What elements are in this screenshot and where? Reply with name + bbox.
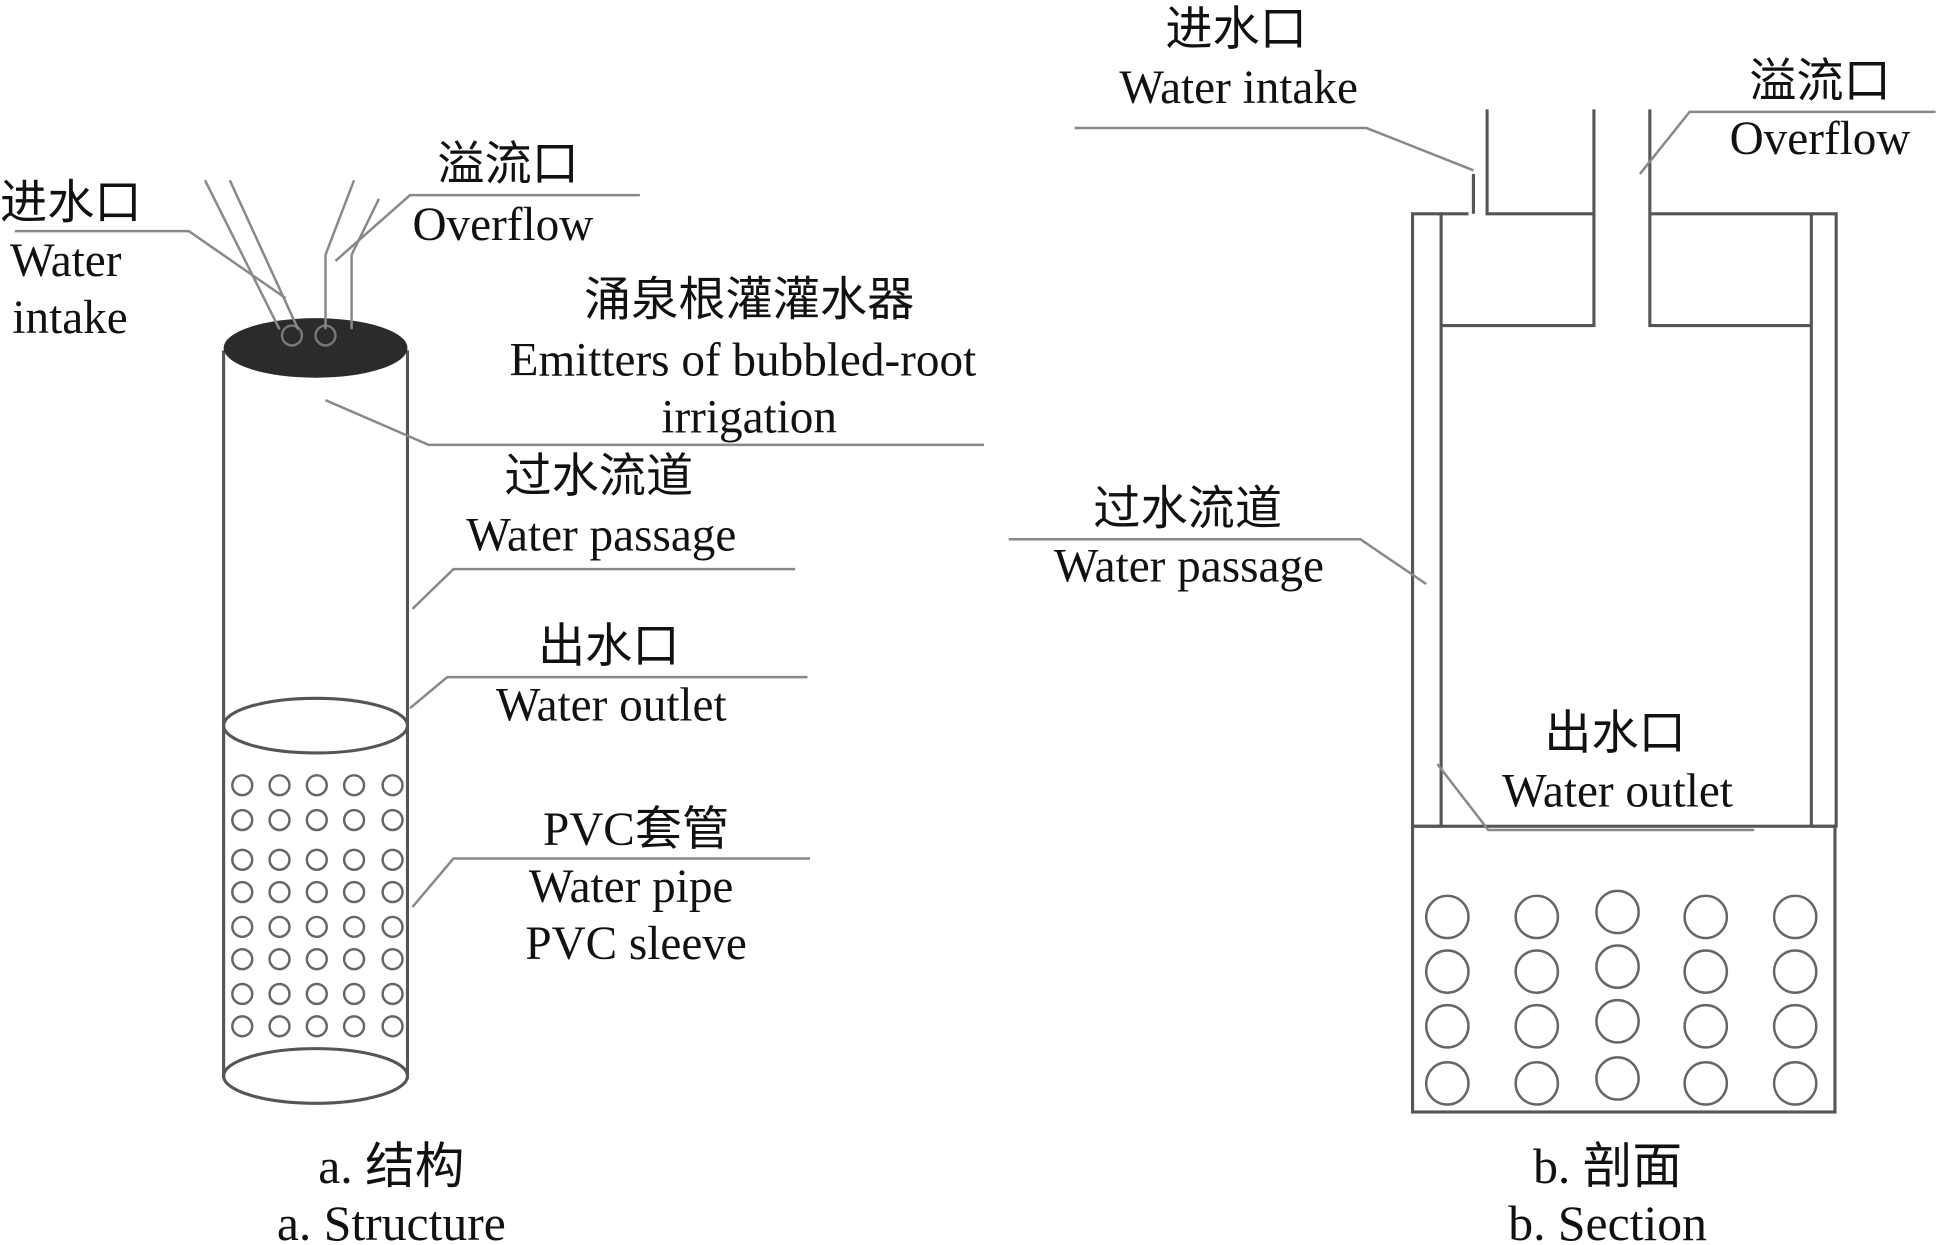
- pipe-hole: [231, 1015, 254, 1038]
- caption-a-en: a. Structure: [277, 1196, 506, 1245]
- sleeve-hole: [1772, 1061, 1818, 1106]
- pipe-en-label: Water pipe: [529, 861, 734, 913]
- pipe-hole: [342, 848, 366, 871]
- sleeve-hole: [1595, 1056, 1640, 1101]
- pipe-hole: [342, 1015, 366, 1038]
- b-water-intake-en-label: Water intake: [1119, 62, 1358, 114]
- pipe-hole: [342, 880, 366, 904]
- pipe-hole: [268, 915, 291, 939]
- emitter-top-cap: [223, 318, 408, 378]
- perforated-sleeve: [1410, 824, 1837, 1114]
- pipe-holes: [231, 774, 404, 1038]
- overflow-zh-label: 溢流口: [437, 139, 579, 191]
- pipe-hole: [305, 1015, 328, 1038]
- pipe-hole: [231, 880, 254, 904]
- pipe-hole: [305, 808, 328, 832]
- outlet-ring: [222, 696, 410, 755]
- pipe-hole: [231, 808, 254, 832]
- pipe-hole: [231, 982, 254, 1006]
- pipe-hole: [342, 947, 366, 971]
- b-outlet-zh-label: 出水口: [1544, 708, 1686, 760]
- pipe-hole: [381, 848, 404, 871]
- pipe-hole: [231, 915, 254, 939]
- structure-drawing: [14, 179, 984, 1105]
- sleeve-hole: [1424, 894, 1470, 940]
- pipe-hole: [305, 947, 328, 971]
- b-outlet-en-label: Water outlet: [1502, 765, 1733, 817]
- pipe-hole: [268, 880, 291, 904]
- sleeve-hole: [1595, 998, 1640, 1044]
- b-overflow-zh-label: 溢流口: [1749, 56, 1891, 108]
- water-intake-en-label-2: intake: [12, 292, 127, 344]
- pipe-hole: [268, 982, 291, 1006]
- pipe-hole: [268, 947, 291, 971]
- passage-zh-label: 过水流道: [504, 451, 693, 503]
- b-water-intake-zh-label: 进水口: [1165, 4, 1307, 56]
- pipe-hole: [342, 982, 366, 1006]
- sleeve-hole: [1595, 944, 1640, 989]
- emitters-zh-label: 涌泉根灌灌水器: [584, 275, 914, 327]
- sleeve-hole: [1424, 1003, 1470, 1049]
- pipe-hole: [342, 915, 366, 939]
- sleeve-hole: [1595, 889, 1640, 935]
- caption-a-zh: a. 结构: [318, 1139, 464, 1194]
- pipe-zh-label: PVC套管: [543, 804, 729, 856]
- pipe-hole: [305, 915, 328, 939]
- pipe-en-label-2: PVC sleeve: [525, 918, 747, 970]
- pipe-hole: [342, 808, 366, 832]
- sleeve-hole: [1514, 1061, 1560, 1106]
- sleeve-hole: [1424, 949, 1470, 994]
- section-drawing: [1008, 109, 1936, 1114]
- pipe-hole: [381, 915, 404, 939]
- pipe-hole: [381, 880, 404, 904]
- sleeve-hole: [1683, 1061, 1729, 1106]
- pipe-hole: [381, 808, 404, 832]
- pipe-hole: [381, 982, 404, 1006]
- pipe-hole: [305, 880, 328, 904]
- sleeve-holes: [1424, 889, 1818, 1106]
- sleeve-hole: [1683, 894, 1729, 940]
- pipe-hole: [381, 774, 404, 797]
- section-labels: 进水口 Water intake 溢流口 Overflow 过水流道 Water…: [1054, 4, 1911, 1245]
- pipe-hole: [231, 947, 254, 971]
- emitters-en-label: Emitters of bubbled-root: [510, 334, 977, 386]
- pipe-hole: [342, 774, 366, 797]
- pipe-hole: [268, 808, 291, 832]
- sleeve-hole: [1424, 1061, 1470, 1106]
- b-overflow-en-label: Overflow: [1730, 113, 1911, 165]
- sleeve-hole: [1772, 894, 1818, 940]
- b-passage-zh-label: 过水流道: [1093, 483, 1282, 535]
- pipe-hole: [231, 774, 254, 797]
- pipe-hole: [268, 848, 291, 871]
- sleeve-hole: [1683, 1003, 1729, 1049]
- b-passage-en-label: Water passage: [1054, 541, 1324, 593]
- emitters-en-label-2: irrigation: [661, 391, 837, 443]
- pipe-hole: [231, 848, 254, 871]
- sleeve-hole: [1514, 1003, 1560, 1049]
- sleeve-hole: [1683, 949, 1729, 994]
- outlet-zh-label: 出水口: [538, 621, 680, 673]
- water-intake-zh-label: 进水口: [0, 178, 142, 230]
- pipe-hole: [268, 774, 291, 797]
- passage-en-label: Water passage: [466, 509, 736, 561]
- water-intake-en-label: Water: [10, 235, 122, 287]
- pipe-hole: [381, 1015, 404, 1038]
- sleeve-hole: [1514, 894, 1560, 940]
- pipe-hole: [268, 1015, 291, 1038]
- overflow-en-label: Overflow: [412, 199, 593, 251]
- outlet-en-label: Water outlet: [496, 680, 727, 732]
- caption-b-zh: b. 剖面: [1533, 1139, 1682, 1194]
- sleeve-hole: [1514, 949, 1560, 994]
- pipe-hole: [381, 947, 404, 971]
- pipe-hole: [305, 982, 328, 1006]
- sleeve-hole: [1772, 1003, 1818, 1049]
- caption-b-en: b. Section: [1508, 1196, 1707, 1245]
- pipe-hole: [305, 774, 328, 797]
- sleeve-hole: [1772, 949, 1818, 994]
- pipe-hole: [305, 848, 328, 871]
- structure-labels: 进水口 Water intake 溢流口 Overflow 涌泉根灌灌水器 Em…: [0, 139, 976, 1245]
